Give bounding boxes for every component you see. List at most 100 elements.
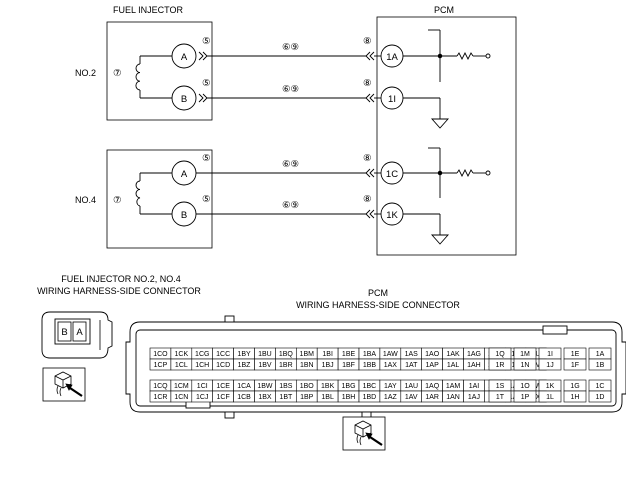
connector-plug-icon bbox=[342, 416, 386, 451]
pcm-pin-label: 1BF bbox=[342, 362, 355, 369]
pcm-pin-label: 1AY bbox=[384, 383, 397, 390]
pcm-pin-label: 1CF bbox=[217, 394, 230, 401]
injector-connector-pin: A bbox=[76, 327, 83, 338]
pcm-pin-cell: 1BB bbox=[358, 358, 381, 371]
pcm-pin-label: 1R bbox=[496, 362, 505, 369]
pcm-pin-label: 1BQ bbox=[279, 351, 294, 358]
pcm-pin-label: 1BK bbox=[321, 383, 335, 390]
wire-ref-mid: ⑥⑨ bbox=[282, 200, 300, 211]
pcm-pin-cell: 1BP bbox=[295, 390, 318, 403]
pcm-pin-cell: 1CD bbox=[212, 358, 234, 371]
pcm-pin-label: 1AQ bbox=[425, 383, 440, 390]
pcm-pin-label: 1BB bbox=[363, 362, 377, 369]
pcm-pin-label: 1A bbox=[596, 351, 605, 358]
pcm-pin-label: 1M bbox=[520, 351, 530, 358]
wire-ref-left: ⑤ bbox=[202, 153, 211, 164]
pcm-ground-1k bbox=[403, 213, 450, 245]
pcm-pin-cell: 1Q bbox=[488, 347, 512, 360]
wire-no2-b: B ⑤ ⑥⑨ ⑧ 1I bbox=[171, 78, 404, 111]
pcm-pin-label: 1G bbox=[570, 383, 579, 390]
pcm-pin-label: 1AR bbox=[425, 394, 439, 401]
injector-connector: B A bbox=[41, 311, 113, 359]
pcm-pin-cell: 1AJ bbox=[463, 390, 485, 403]
pcm-pin-label: 1AK bbox=[446, 351, 460, 358]
pcm-pin-cell: 1G bbox=[563, 379, 587, 392]
pcm-pin-cell: 1AZ bbox=[379, 390, 402, 403]
pcm-connector-title-line1: PCM bbox=[368, 288, 388, 298]
wire-ref-left: ⑤ bbox=[202, 194, 211, 205]
pcm-pin-label: 1AT bbox=[405, 362, 418, 369]
pcm-pin-label: 1CL bbox=[175, 362, 188, 369]
pcm-pin-label: 1BJ bbox=[322, 362, 334, 369]
pcm-pin-cell: 1BK bbox=[316, 379, 339, 392]
pcm-pin-label: 1AP bbox=[426, 362, 440, 369]
pcm-pin-label: 1I bbox=[388, 94, 396, 105]
pcm-pin-cell: 1AM bbox=[442, 379, 464, 392]
pcm-pin-cell: 1AW bbox=[379, 347, 402, 360]
pcm-pin-label: 1CC bbox=[216, 351, 230, 358]
pcm-pin-cell: 1BC bbox=[358, 379, 381, 392]
pcm-pin-label: 1BY bbox=[237, 351, 251, 358]
injector-no4-box bbox=[106, 149, 213, 249]
pcm-pin-cell: 1CH bbox=[191, 358, 214, 371]
pcm-pin-cell: 1CO bbox=[149, 347, 172, 360]
pcm-pin-cell: 1AO bbox=[421, 347, 443, 360]
pcm-pin-cell: 1CP bbox=[149, 358, 172, 371]
pcm-pin-label: 1CG bbox=[195, 351, 209, 358]
pcm-driver-1a bbox=[403, 29, 491, 82]
pcm-pin-cell: 1BF bbox=[337, 358, 360, 371]
wire-ref-left: ⑤ bbox=[202, 78, 211, 89]
pcm-pin-cell: 1B bbox=[588, 358, 612, 371]
pcm-pin-label: 1BX bbox=[258, 394, 272, 401]
pcm-pin-label: 1CM bbox=[174, 383, 189, 390]
pcm-ground-1i bbox=[403, 97, 450, 129]
pcm-pin-cell: 1D bbox=[588, 390, 612, 403]
pcm-pin-label: 1BT bbox=[279, 394, 293, 401]
wire-no2-a: A ⑤ ⑥⑨ ⑧ 1A bbox=[171, 36, 404, 69]
pcm-pin-label: 1D bbox=[596, 394, 605, 401]
pcm-pin-cell: 1E bbox=[563, 347, 587, 360]
pcm-pin-cell: 1CR bbox=[149, 390, 172, 403]
pcm-pin-cell: 1BU bbox=[254, 347, 276, 360]
pcm-pin-cell: 1CE bbox=[212, 379, 234, 392]
pcm-pin-label: 1P bbox=[521, 394, 530, 401]
pcm-pin-label: 1BA bbox=[363, 351, 377, 358]
pcm-pin-label: 1CB bbox=[237, 394, 251, 401]
wire-ref-mid: ⑥⑨ bbox=[282, 42, 300, 53]
injector-pin-label: B bbox=[181, 94, 187, 105]
wire-ref-right: ⑧ bbox=[363, 194, 372, 205]
pcm-pin-label: 1BU bbox=[258, 351, 272, 358]
pcm-pin-label: 1BD bbox=[363, 394, 377, 401]
pcm-pin-label: 1CN bbox=[174, 394, 188, 401]
pcm-pin-label: 1BC bbox=[363, 383, 377, 390]
pcm-pin-cell: 1S bbox=[488, 379, 512, 392]
pcm-pin-label: 1F bbox=[571, 362, 579, 369]
pcm-pin-cell: 1AS bbox=[400, 347, 422, 360]
pcm-pin-cell: 1AQ bbox=[421, 379, 443, 392]
pcm-pin-cell: 1AP bbox=[421, 358, 443, 371]
pcm-pin-label: 1T bbox=[496, 394, 505, 401]
pcm-pin-cell: 1AG bbox=[463, 347, 485, 360]
pcm-pin-cell: 1BV bbox=[254, 358, 276, 371]
pcm-pin-label: 1AZ bbox=[384, 394, 398, 401]
pcm-pin-cell: 1BS bbox=[275, 379, 297, 392]
pcm-pin-cell: 1CB bbox=[233, 390, 255, 403]
pcm-pin-label: 1BO bbox=[300, 383, 315, 390]
pcm-pin-label: 1CJ bbox=[196, 394, 208, 401]
pcm-pin-cell: 1T bbox=[488, 390, 512, 403]
pcm-pin-cell: 1AV bbox=[400, 390, 422, 403]
pcm-pin-label: 1CP bbox=[154, 362, 168, 369]
pcm-pin-cell: 1BJ bbox=[316, 358, 339, 371]
injector-no2-coil-ref: ⑦ bbox=[113, 68, 122, 79]
injector-connector-pin: B bbox=[61, 327, 67, 338]
pcm-pin-label: 1AL bbox=[447, 362, 460, 369]
pcm-pin-cell: 1K bbox=[538, 379, 562, 392]
pcm-pin-label: 1AI bbox=[469, 383, 480, 390]
injector-pin-label: B bbox=[181, 210, 187, 221]
pcm-pin-cell: 1CN bbox=[170, 390, 193, 403]
injector-pin-label: A bbox=[181, 52, 188, 63]
pcm-pin-cell: 1F bbox=[563, 358, 587, 371]
pcm-pin-cell: 1BN bbox=[295, 358, 318, 371]
pcm-pin-label: 1BL bbox=[321, 394, 334, 401]
